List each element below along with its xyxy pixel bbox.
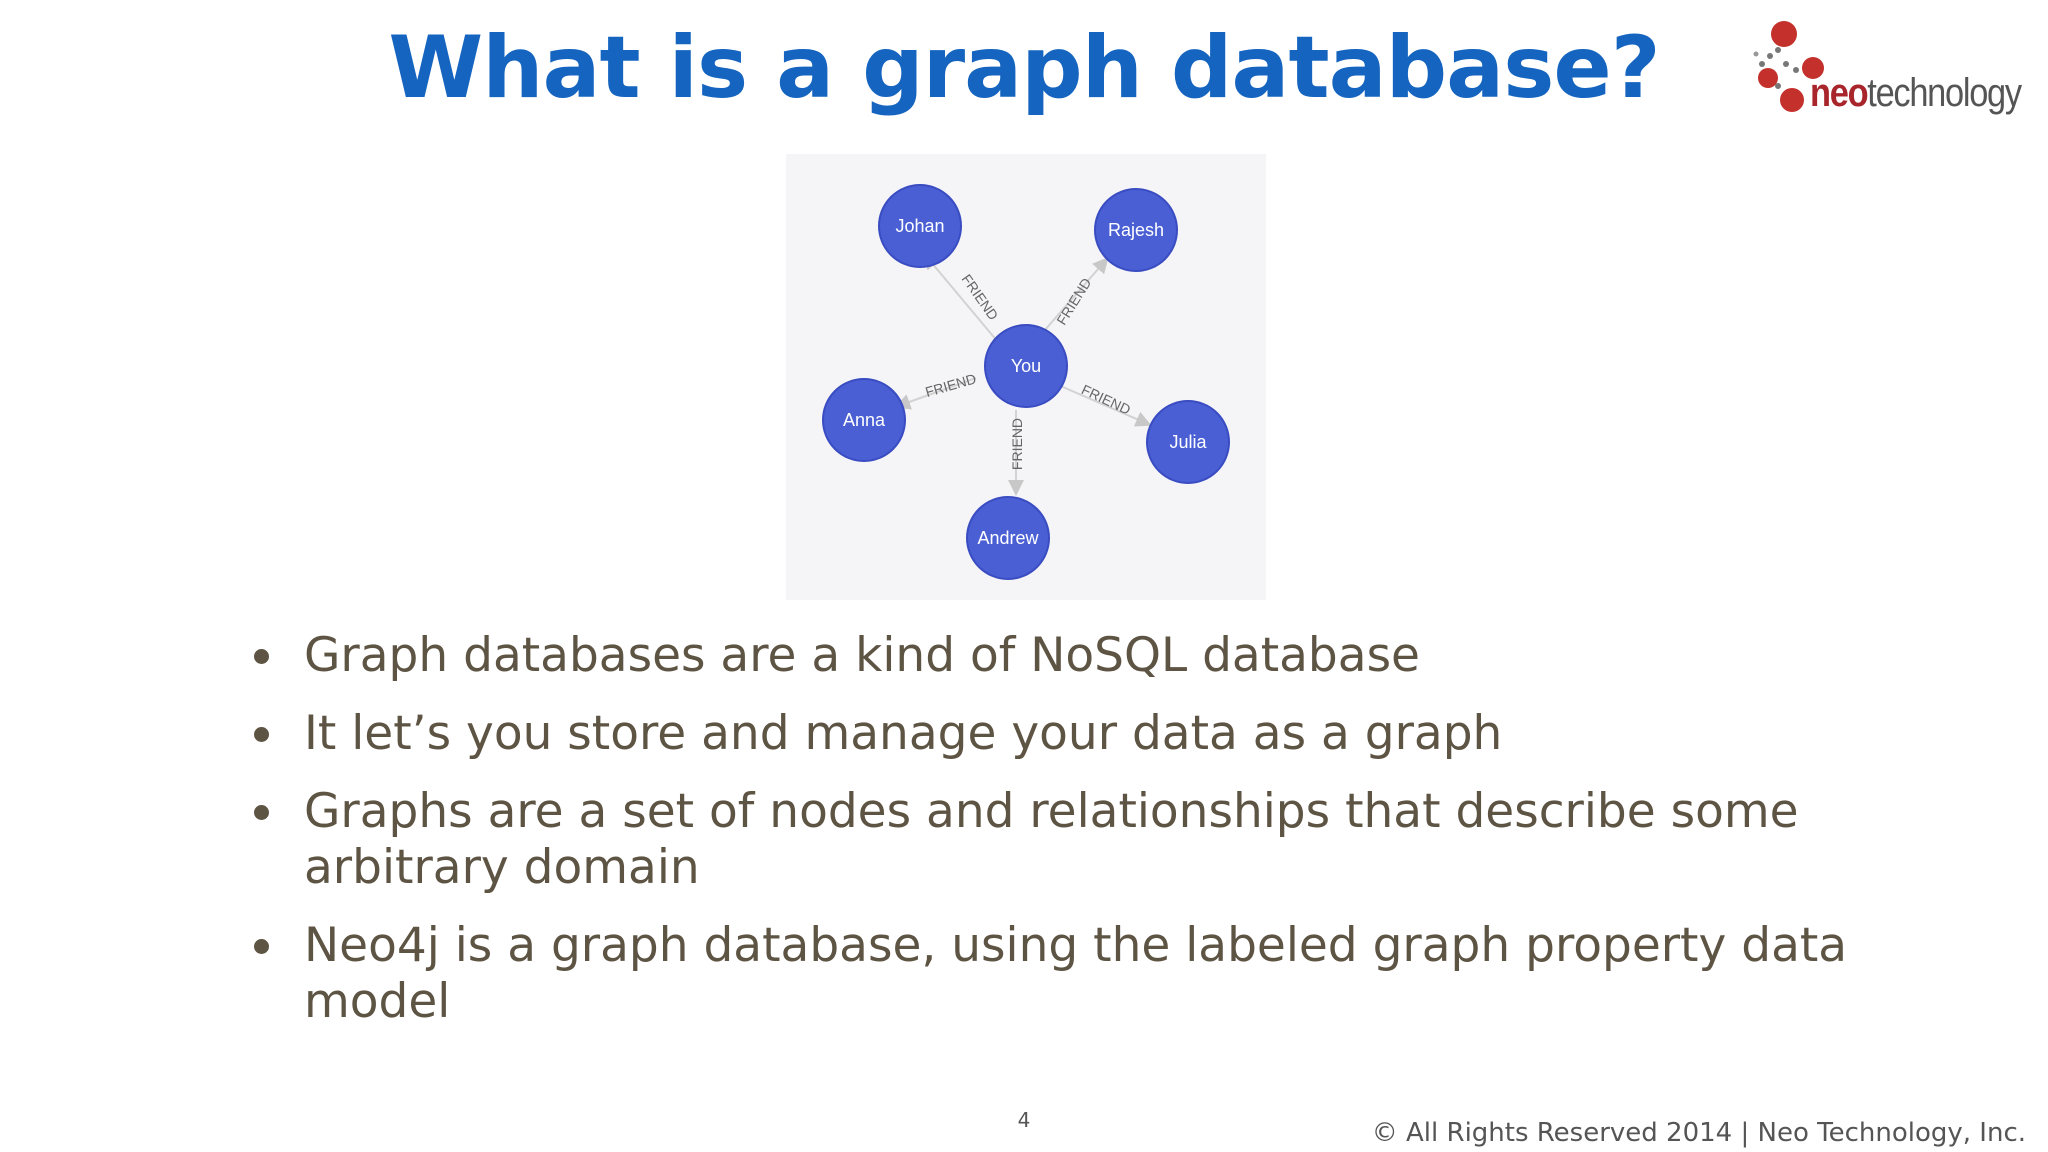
node-anna: Anna [822, 378, 906, 462]
edge-anna [894, 377, 977, 410]
edge-label-julia: FRIEND [1079, 381, 1133, 418]
bullet-item: Graphs are a set of nodes and relationsh… [250, 784, 1850, 896]
bullet-dot-icon [254, 727, 269, 742]
bullet-item: It let’s you store and manage your data … [250, 706, 1850, 762]
node-label-rajesh: Rajesh [1108, 220, 1164, 240]
bullet-text: Neo4j is a graph database, using the lab… [304, 918, 1848, 1029]
edge-julia [1055, 383, 1152, 427]
slide-title: What is a graph database? [388, 18, 1660, 118]
node-rajesh: Rajesh [1094, 188, 1178, 272]
bullet-list: Graph databases are a kind of NoSQL data… [250, 628, 1850, 1052]
bullet-item: Neo4j is a graph database, using the lab… [250, 918, 1850, 1030]
node-label-anna: Anna [843, 410, 886, 430]
copyright-notice: © All Rights Reserved 2014 | Neo Technol… [1371, 1118, 2026, 1148]
neo-technology-logo: neotechnology [1750, 14, 2040, 124]
node-label-julia: Julia [1169, 432, 1207, 452]
edge-johan [923, 252, 1009, 355]
edge-label-rajesh: FRIEND [1053, 275, 1094, 328]
logo-neo-text: neo [1810, 71, 1869, 115]
node-label-you: You [1011, 356, 1041, 376]
bullet-item: Graph databases are a kind of NoSQL data… [250, 628, 1850, 684]
bullet-dot-icon [254, 805, 269, 820]
bullet-dot-icon [254, 939, 269, 954]
bullet-text: Graphs are a set of nodes and relationsh… [304, 784, 1799, 895]
node-julia: Julia [1146, 400, 1230, 484]
node-you: You [984, 324, 1068, 408]
logo-technology-text: technology [1867, 71, 2022, 115]
edge-label-johan: FRIEND [959, 271, 1002, 323]
page-number: 4 [1017, 1108, 1031, 1132]
logo-wordmark: neotechnology [1810, 70, 2022, 116]
node-andrew: Andrew [966, 496, 1050, 580]
node-johan: Johan [878, 184, 962, 268]
bullet-text: Graph databases are a kind of NoSQL data… [304, 628, 1420, 683]
node-label-andrew: Andrew [977, 528, 1039, 548]
logo-dots-icon [1753, 21, 1824, 112]
graph-diagram: FRIEND FRIEND FRIEND FRIEND FRIEND Johan… [786, 154, 1266, 600]
edge-label-andrew: FRIEND [1009, 418, 1025, 470]
bullet-dot-icon [254, 649, 269, 664]
node-label-johan: Johan [895, 216, 944, 236]
bullet-text: It let’s you store and manage your data … [304, 706, 1503, 761]
edge-label-anna: FRIEND [923, 370, 978, 400]
